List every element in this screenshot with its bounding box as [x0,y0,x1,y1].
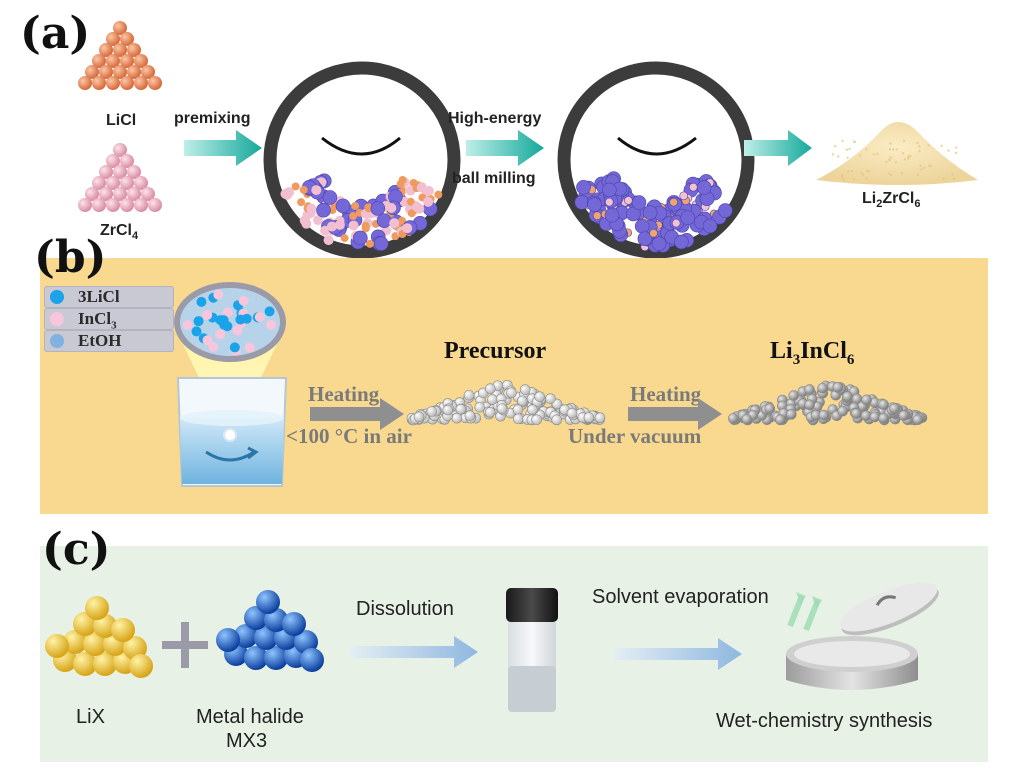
heating-2-arrow [628,398,722,430]
condition-1-label: <100 °C in air [286,424,412,448]
plus-icon [162,622,208,668]
panel-c-label: (c) [42,524,111,575]
ball-milling-label: ball milling [452,170,536,187]
li2zrcl6-powder [816,122,978,185]
precursor-powder [406,379,606,426]
premixing-label: premixing [174,110,251,127]
incl3-dot-icon [50,312,64,326]
mill-jar-milled [557,61,755,259]
lix-label: LiX [76,706,105,728]
high-energy-label: High-energy [448,110,542,127]
milling-arrow [466,130,544,166]
precursor-label: Precursor [444,338,547,364]
solvent-evaporation-label: Solvent evaporation [592,586,769,608]
li3incl6-label: Li3InCl6 [770,338,855,368]
beaker-icon [176,377,288,487]
heating-2-label: Heating [630,382,702,406]
dissolution-arrow [350,636,478,668]
heating-1-label: Heating [308,382,380,406]
lix-spheres [45,596,153,678]
condition-2-label: Under vacuum [568,424,702,448]
li2zrcl6-label: Li2ZrCl6 [862,190,921,211]
legend-licl: 3LiCl [44,286,174,308]
metal-halide-spheres [216,590,324,672]
metal-halide-label: Metal halide [196,706,304,728]
premixing-arrow [184,130,262,166]
legend-etoh: EtOH [44,330,174,352]
dissolution-label: Dissolution [356,598,454,620]
heating-1-arrow [310,398,404,430]
evaporation-arrow [614,638,742,670]
mx3-label: MX3 [226,730,268,752]
mill-jar-premixed [263,61,461,259]
legend-incl3: InCl3 [44,308,174,331]
li3incl6-powder [727,380,928,426]
panel-b-label: (b) [34,232,107,283]
licl-dot-icon [50,290,64,304]
licl-powder-pile [78,21,162,90]
zrcl4-label: ZrCl4 [100,222,139,243]
etoh-dot-icon [50,334,64,348]
panel-a-label: (a) [20,8,91,59]
wet-chemistry-label: Wet-chemistry synthesis [716,710,933,732]
solution-vial-icon [506,588,558,712]
evaporating-dish-icon [786,582,939,690]
zrcl4-powder-pile [78,143,162,212]
licl-label: LiCl [106,112,137,129]
product-arrow [744,130,812,166]
